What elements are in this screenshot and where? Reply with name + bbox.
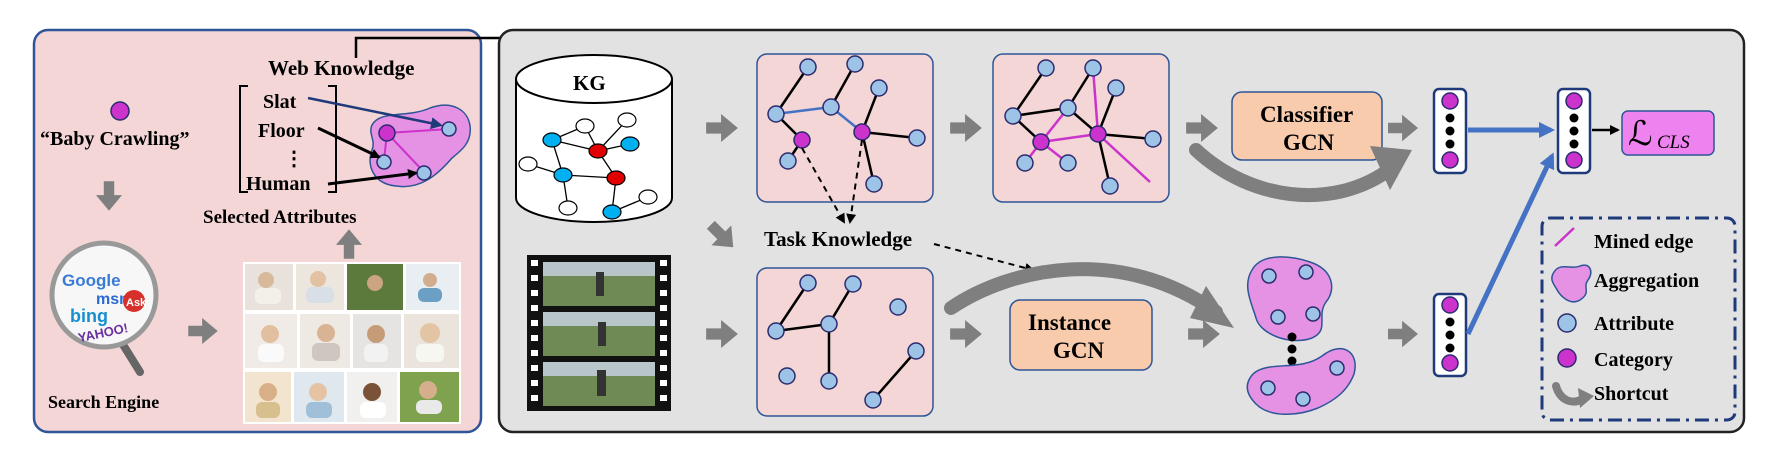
attribute-node — [889, 298, 907, 316]
msn-logo: msn — [96, 291, 129, 308]
attribute-node — [767, 322, 785, 340]
attribute-node — [864, 391, 882, 409]
mined-edge-icon — [1554, 227, 1575, 247]
attribute-node — [1059, 154, 1077, 172]
aggregation-icon — [1551, 264, 1592, 303]
category-icon — [1557, 348, 1577, 368]
baby-photo — [406, 264, 459, 310]
knowledge-graph-box — [756, 53, 934, 203]
attribute-node — [441, 121, 457, 137]
attribute-ellipsis: ⋮ — [284, 148, 304, 170]
legend-label: Category — [1594, 349, 1673, 371]
selected-attributes-label: Selected Attributes — [203, 207, 357, 228]
query-text: “Baby Crawling” — [40, 128, 189, 150]
shortcut-curve — [944, 262, 1223, 319]
instance-gcn-box — [1009, 299, 1153, 371]
fused-feature-vector — [1556, 87, 1592, 175]
attribute-node — [844, 275, 862, 293]
attribute-node — [1295, 391, 1311, 407]
attribute-node — [376, 154, 392, 170]
loss-subscript: CLS — [1657, 132, 1690, 153]
attribute-node — [779, 152, 797, 170]
attribute-bracket-right — [328, 85, 337, 193]
category-node — [378, 124, 396, 142]
attribute-node — [820, 315, 838, 333]
search-engine-icon: Google msn bing YAHOO! Ask — [49, 240, 159, 376]
classifier-gcn-box — [1231, 91, 1383, 161]
legend-border — [1540, 216, 1737, 422]
web-knowledge-panel: “Baby Crawling” Google msn bing YAHOO! A… — [32, 28, 483, 434]
legend-label: Aggregation — [1594, 270, 1699, 292]
attribute-node — [799, 58, 817, 76]
mined-graph-box — [992, 53, 1170, 203]
attribute-node — [1059, 99, 1077, 117]
attribute-node — [1084, 59, 1102, 77]
instance-graph-box — [756, 267, 934, 417]
aggregated-instance-blobs — [1246, 256, 1356, 415]
legend-label: Mined edge — [1594, 231, 1694, 253]
legend-label: Shortcut — [1594, 383, 1669, 405]
attribute-node — [846, 55, 864, 73]
main-panel: KG — [497, 28, 1746, 434]
attribute-node — [1016, 154, 1034, 172]
ask-logo: Ask — [126, 297, 147, 309]
attribute-node — [778, 367, 796, 385]
attribute-label: Human — [246, 173, 310, 195]
attribute-node — [1144, 130, 1162, 148]
bing-logo: bing — [70, 306, 108, 326]
attribute-node — [1298, 264, 1314, 280]
category-node — [1089, 125, 1107, 143]
category-node — [853, 123, 871, 141]
attribute-node — [1101, 177, 1119, 195]
attribute-node — [799, 274, 817, 292]
instance-feature-vector — [1432, 292, 1468, 378]
attribute-node — [767, 105, 785, 123]
attribute-node — [1261, 268, 1277, 284]
attribute-bracket-left — [239, 85, 248, 193]
attribute-node — [820, 372, 838, 390]
classifier-feature-vector — [1432, 87, 1468, 175]
retrieved-images-grid — [243, 262, 461, 424]
kg-label: KG — [573, 71, 606, 95]
attribute-node — [1004, 107, 1022, 125]
google-logo: Google — [62, 271, 121, 290]
attribute-node — [865, 175, 883, 193]
attribute-node — [1107, 79, 1125, 97]
attribute-node — [1329, 360, 1345, 376]
query-category-node — [110, 101, 130, 121]
attribute-node — [907, 342, 925, 360]
attribute-node — [1260, 380, 1276, 396]
task-knowledge-label: Task Knowledge — [764, 227, 912, 251]
attribute-label: Slat — [263, 91, 297, 113]
attribute-node — [416, 165, 432, 181]
attribute-node — [1037, 59, 1055, 77]
web-knowledge-label: Web Knowledge — [268, 56, 414, 80]
attribute-node — [908, 129, 926, 147]
attribute-icon — [1557, 313, 1577, 333]
loss-symbol: ℒ — [1628, 116, 1653, 153]
attribute-node — [822, 98, 840, 116]
legend-label: Attribute — [1594, 313, 1674, 335]
knowledge-graph-cylinder: KG — [515, 54, 673, 223]
attribute-node — [1270, 309, 1286, 325]
legend: Mined edge Aggregation Attribute Categor… — [1540, 216, 1737, 422]
classification-loss-box — [1621, 110, 1715, 156]
attribute-node — [870, 79, 888, 97]
shortcut-curve — [1189, 143, 1393, 203]
search-engine-label: Search Engine — [48, 392, 159, 412]
category-node — [1032, 133, 1050, 151]
category-node — [793, 131, 811, 149]
attribute-label: Floor — [258, 120, 305, 142]
video-filmstrip — [527, 255, 671, 411]
attribute-node — [1305, 306, 1321, 322]
blue-arrow — [1465, 152, 1555, 336]
